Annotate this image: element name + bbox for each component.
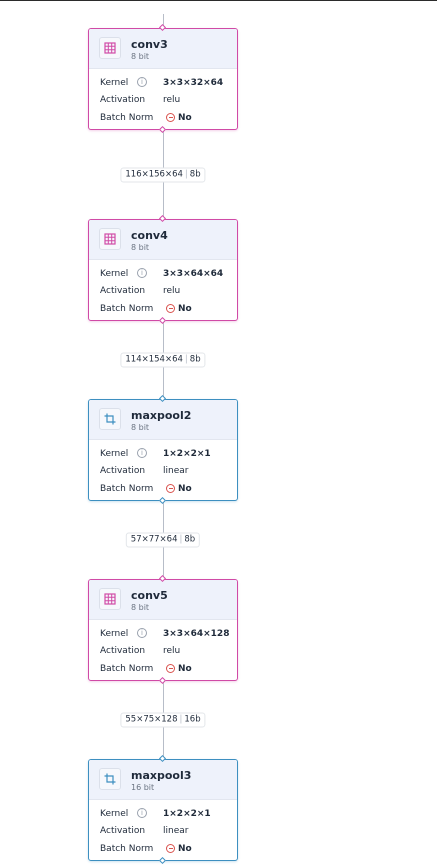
- grid-cube-icon: [99, 228, 121, 250]
- node-header: conv3 8 bit: [89, 29, 237, 69]
- info-icon[interactable]: i: [137, 628, 147, 638]
- activation-value: linear: [163, 826, 189, 837]
- node-bits: 8 bit: [131, 243, 150, 252]
- minus-circle-icon: [166, 663, 175, 673]
- node-header: maxpool2 8 bit: [89, 400, 237, 440]
- top-border: [0, 0, 437, 1]
- node-title: conv5: [131, 589, 168, 602]
- kernel-value: 1×2×2×1: [163, 449, 211, 459]
- info-icon[interactable]: i: [137, 268, 147, 278]
- node-header: maxpool3 16 bit: [89, 760, 237, 800]
- minus-circle-icon: [166, 843, 175, 853]
- activation-value: relu: [163, 646, 181, 657]
- kernel-value: 3×3×32×64: [163, 78, 224, 88]
- node-bits: 8 bit: [131, 52, 150, 61]
- activation-value: linear: [163, 466, 189, 477]
- kernel-value: 3×3×64×64: [163, 269, 224, 279]
- grid-cube-icon: [99, 588, 121, 610]
- activation-value: relu: [163, 95, 181, 106]
- node-title: maxpool2: [131, 409, 192, 422]
- batch-norm-value: No: [178, 843, 192, 854]
- minus-circle-icon: [166, 112, 175, 122]
- node-bits: 8 bit: [131, 423, 150, 432]
- node-header: conv5 8 bit: [89, 580, 237, 620]
- batch-norm-value: No: [178, 663, 192, 674]
- node-title: maxpool3: [131, 769, 192, 782]
- activation-value: relu: [163, 286, 181, 297]
- crop-icon: [99, 408, 121, 430]
- edge-label: 116×156×64|8b: [120, 167, 206, 183]
- kernel-value: 3×3×64×128: [163, 629, 230, 639]
- edge-label: 57×77×64|8b: [125, 532, 201, 548]
- grid-cube-icon: [99, 37, 121, 59]
- minus-circle-icon: [166, 483, 175, 493]
- crop-icon: [99, 768, 121, 790]
- edge-label: 114×154×64|8b: [120, 352, 206, 368]
- node-title: conv4: [131, 229, 168, 242]
- batch-norm-value: No: [178, 112, 192, 123]
- minus-circle-icon: [166, 303, 175, 313]
- info-icon[interactable]: i: [137, 448, 147, 458]
- info-icon[interactable]: i: [137, 77, 147, 87]
- edge-label: 55×75×128|16b: [120, 712, 206, 728]
- node-title: conv3: [131, 38, 168, 51]
- batch-norm-value: No: [178, 303, 192, 314]
- node-bits: 16 bit: [131, 783, 155, 792]
- info-icon[interactable]: i: [137, 808, 147, 818]
- kernel-value: 1×2×2×1: [163, 809, 211, 819]
- connector-line: [163, 14, 164, 28]
- node-bits: 8 bit: [131, 603, 150, 612]
- batch-norm-value: No: [178, 483, 192, 494]
- node-header: conv4 8 bit: [89, 220, 237, 260]
